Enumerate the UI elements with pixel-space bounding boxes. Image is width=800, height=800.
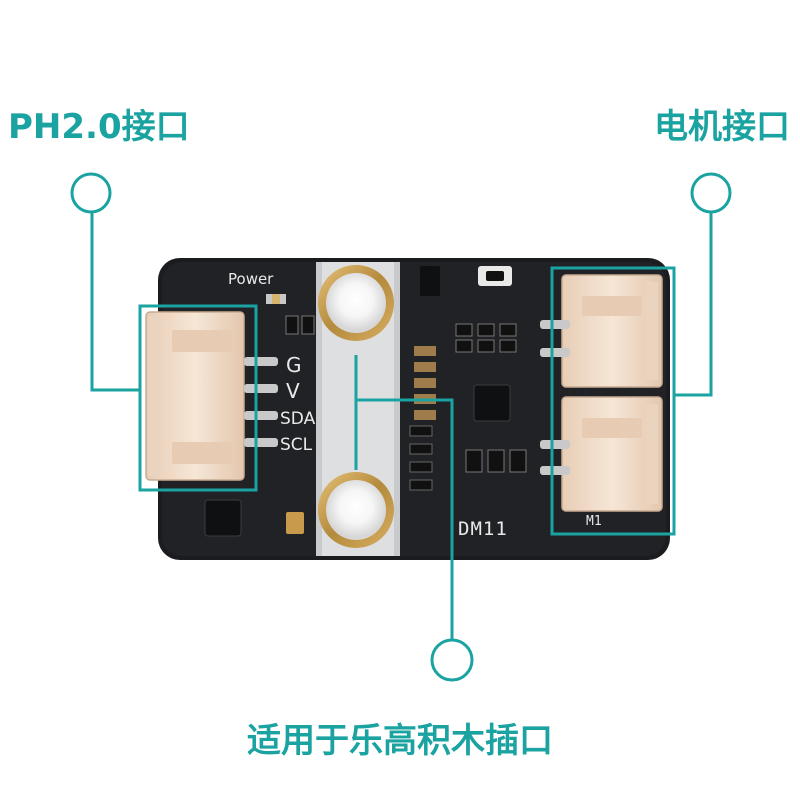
ph2-connector	[145, 311, 278, 481]
lego-mount-callout-marker	[430, 638, 474, 682]
model-label: DM11	[458, 518, 508, 540]
mounting-hole-top	[318, 265, 394, 341]
pin-label-sda: SDA	[280, 409, 316, 429]
pin-label-scl: SCL	[280, 435, 313, 455]
ph-port-highlight-box	[138, 304, 258, 492]
pin-label-g: G	[286, 353, 302, 377]
motor-connector-bottom	[540, 396, 663, 512]
motor-label: M1	[586, 514, 602, 529]
motor-port-callout-marker	[690, 172, 732, 214]
mounting-hole-bottom	[318, 472, 394, 548]
motor-port-callout-label: 电机接口	[654, 107, 790, 147]
callout-lines	[90, 212, 713, 640]
ph-port-callout-label: PH2.0接口	[8, 107, 190, 147]
power-label: Power	[228, 270, 274, 288]
motor-connector-top	[540, 274, 663, 388]
motor-port-highlight-box	[550, 266, 676, 536]
lego-mount-callout-label: 适用于乐高积木插口	[247, 721, 553, 761]
pin-label-v: V	[286, 379, 300, 403]
ph-port-callout-marker	[70, 172, 112, 214]
